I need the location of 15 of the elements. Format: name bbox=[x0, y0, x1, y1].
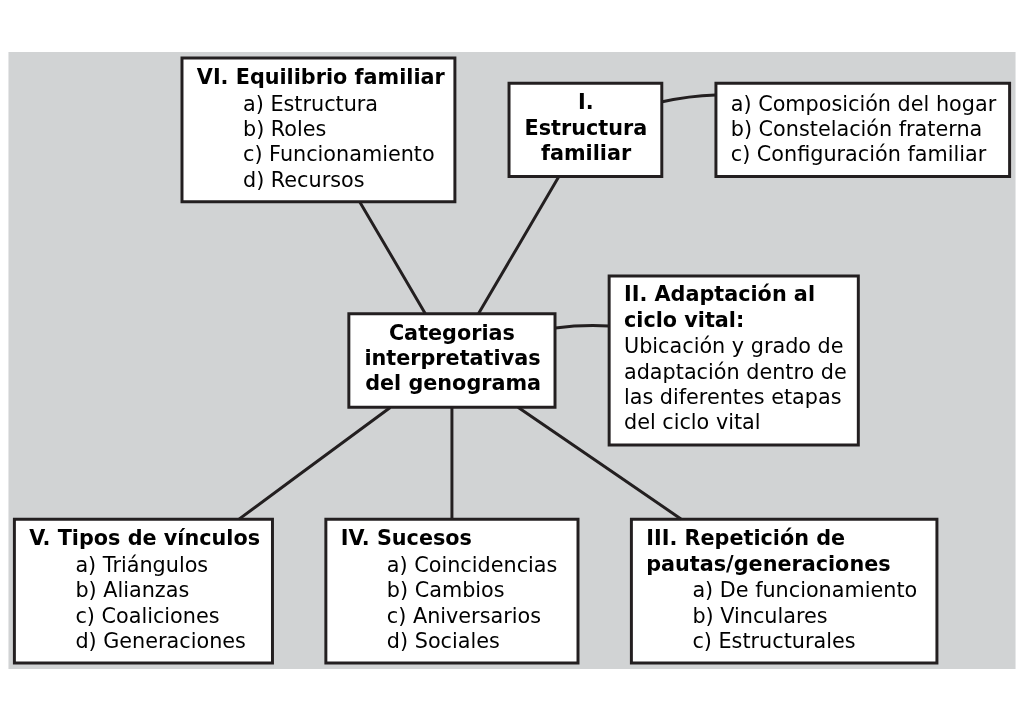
node-box: Categorias interpretativas del genograma bbox=[347, 311, 557, 409]
connector bbox=[517, 405, 682, 520]
connector bbox=[358, 200, 427, 314]
node-box: III. Repetición de pautas/generaciones a) De funcionamiento b) Vinculares c) Estructurales bbox=[629, 517, 939, 665]
connector bbox=[477, 175, 560, 314]
connector bbox=[662, 92, 716, 103]
node-box: I. Estructura familiar bbox=[507, 81, 664, 178]
node-box: IV. Sucesos a) Coincidencias b) Cambios c) Aniversarios d) Sociales bbox=[324, 517, 580, 665]
connector bbox=[238, 405, 392, 520]
node-box: VI. Equilibrio familiar a) Estructura b) Roles c) Funcionamiento d) Recursos bbox=[180, 55, 457, 203]
node-box: II. Adaptación al ciclo vital: Ubicación y grado de adaptación dentro de las diferentes etapas del ciclo vital bbox=[607, 273, 860, 447]
node-box: V. Tipos de vínculos a) Triángulos b) Alianzas c) Coaliciones d) Generaciones bbox=[12, 517, 274, 665]
connector bbox=[450, 407, 454, 519]
node-box: a) Composición del hogar b) Constelación fraterna c) Configuración familiar bbox=[714, 81, 1012, 178]
connector bbox=[555, 323, 610, 329]
